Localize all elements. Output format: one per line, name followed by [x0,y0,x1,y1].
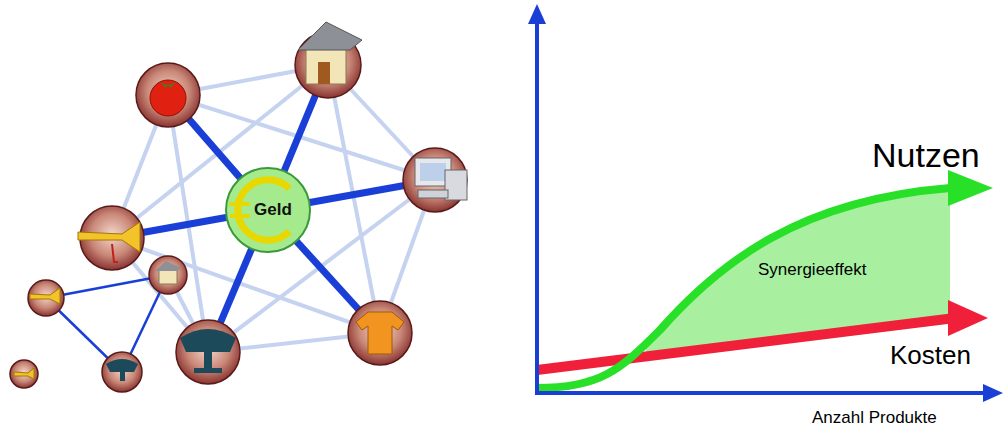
money-node: Geld [224,166,312,254]
node-label: Geld [254,200,292,220]
house-icon [298,22,362,84]
chart-label: Kosten [890,341,971,371]
trumpet-icon [78,222,140,262]
chart-label: Anzahl Produkte [812,408,937,428]
barter-links [46,275,168,372]
chart [528,4,1003,402]
computer-icon [415,158,467,200]
small-chair-icon [106,359,138,381]
tiny-trumpet-icon [14,368,34,379]
chair-icon [180,329,236,373]
small-trumpet-icon [30,288,60,304]
tomato-icon [150,80,186,116]
shirt-icon [356,312,404,354]
chart-label: Synergieeffekt [758,260,866,280]
small-house-icon [155,261,181,284]
product-balls [10,32,467,392]
chart-label: Nutzen [872,136,980,175]
